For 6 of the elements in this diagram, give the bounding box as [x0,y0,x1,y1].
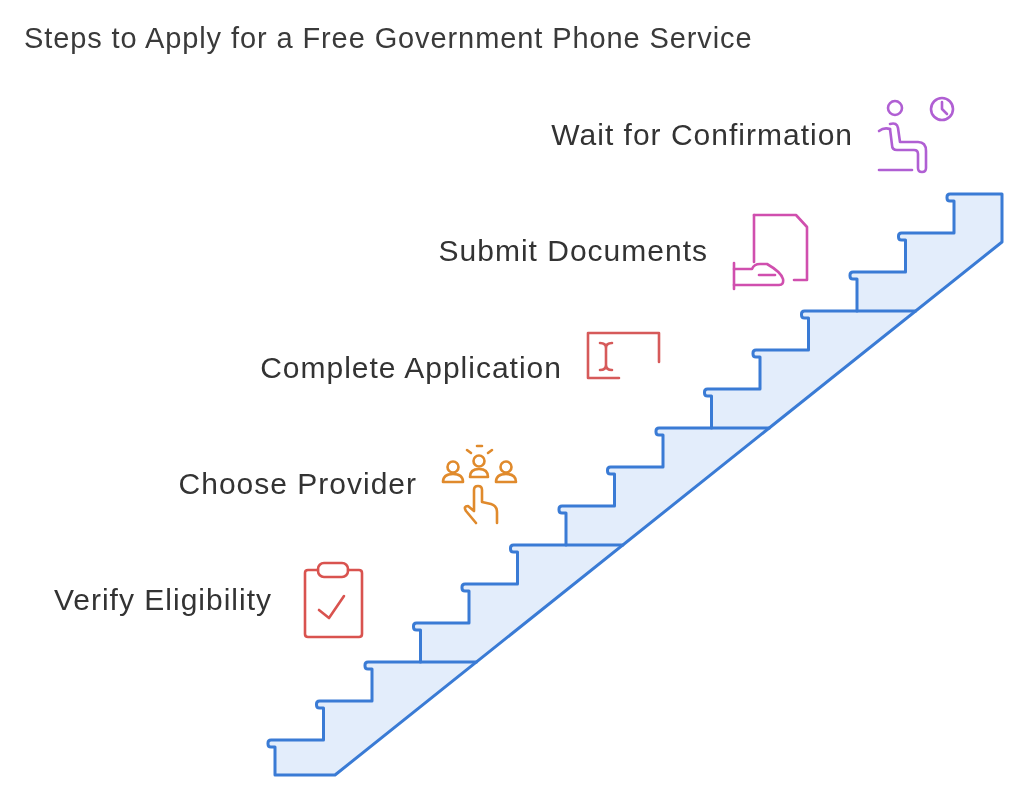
step-label: Verify Eligibility [53,582,272,618]
step-label: Wait for Confirmation [551,117,853,153]
diagram-title: Steps to Apply for a Free Government Phone Service [24,21,753,56]
step-label: Choose Provider [178,466,417,502]
step-label: Submit Documents [438,233,708,269]
step-label: Complete Application [260,350,562,386]
